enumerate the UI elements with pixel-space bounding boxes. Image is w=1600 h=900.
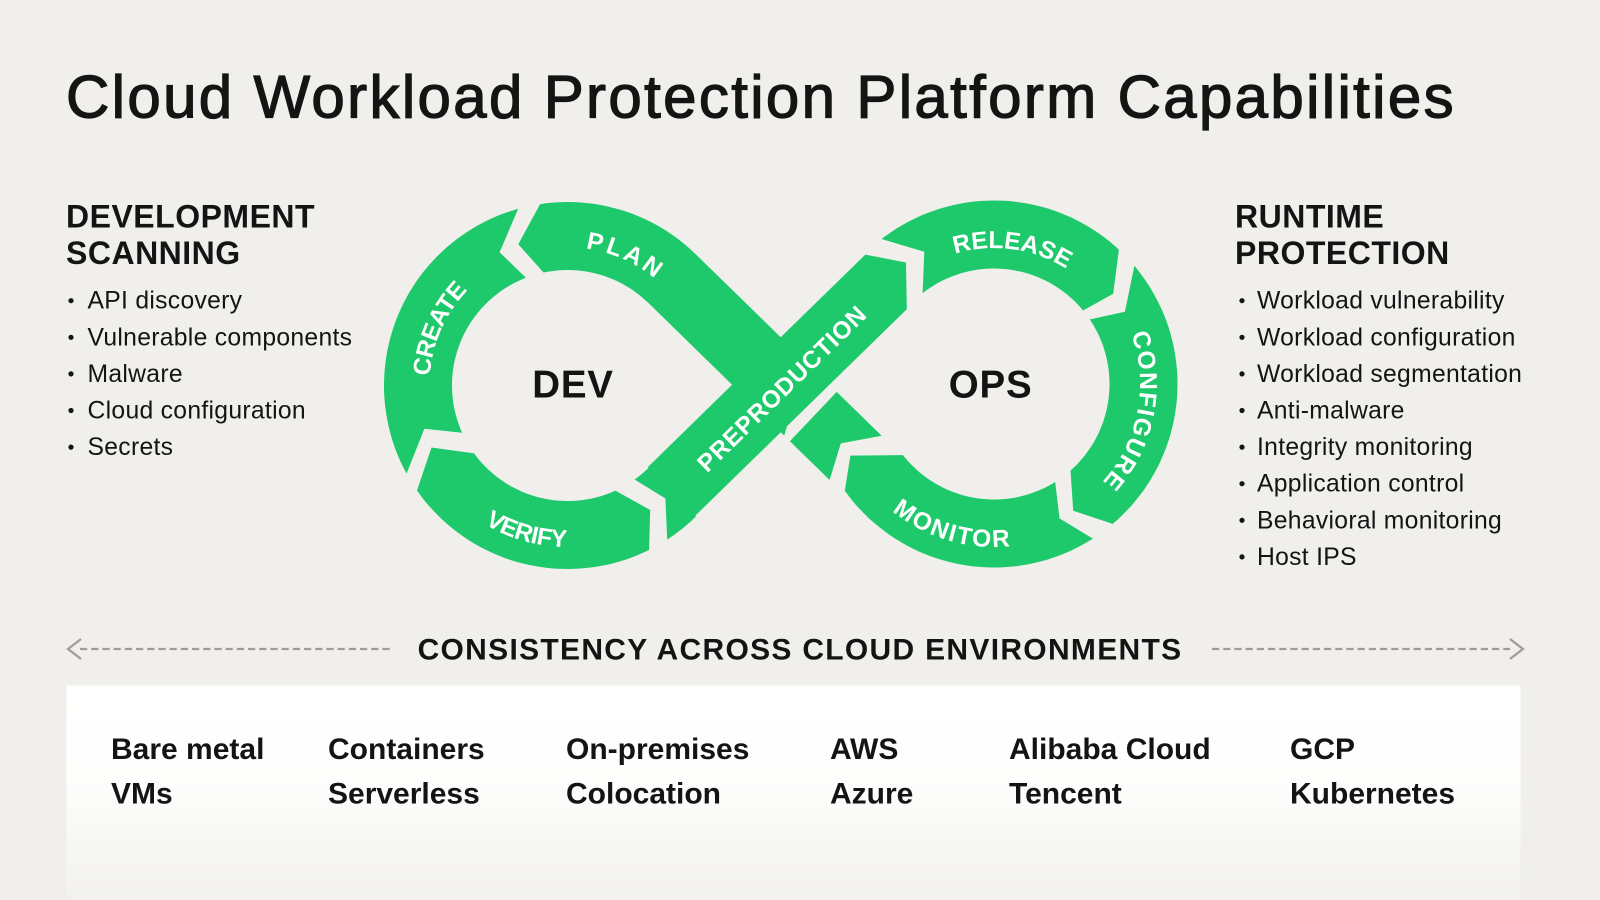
svg-text:Alibaba Cloud: Alibaba Cloud [1009,733,1211,766]
svg-text:VMs: VMs [111,778,173,811]
svg-text:Vulnerable components: Vulnerable components [88,324,353,351]
svg-text:SCANNING: SCANNING [66,235,241,271]
svg-text:Malware: Malware [88,361,183,388]
svg-text:Kubernetes: Kubernetes [1290,778,1455,811]
svg-text:PROTECTION: PROTECTION [1235,235,1450,271]
svg-text:Serverless: Serverless [328,778,480,811]
svg-text:DEV: DEV [532,364,614,407]
svg-text:Integrity monitoring: Integrity monitoring [1257,434,1473,461]
svg-text:Application control: Application control [1257,471,1464,498]
svg-text:Tencent: Tencent [1009,778,1122,811]
svg-text:CONSISTENCY ACROSS CLOUD ENVIR: CONSISTENCY ACROSS CLOUD ENVIRONMENTS [418,634,1183,667]
svg-text:On-premises: On-premises [566,733,749,766]
svg-text:Containers: Containers [328,733,485,766]
svg-text:GCP: GCP [1290,733,1355,766]
svg-text:Behavioral monitoring: Behavioral monitoring [1257,507,1502,534]
svg-text:AWS: AWS [830,733,898,766]
svg-text:Host IPS: Host IPS [1257,544,1357,571]
svg-text:Bare metal: Bare metal [111,733,264,766]
svg-text:Workload vulnerability: Workload vulnerability [1257,288,1505,315]
svg-text:RUNTIME: RUNTIME [1235,199,1384,235]
svg-text:API discovery: API discovery [88,288,243,315]
svg-text:Colocation: Colocation [566,778,721,811]
svg-text:Secrets: Secrets [88,434,174,461]
svg-text:Workload segmentation: Workload segmentation [1257,361,1522,388]
svg-text:Azure: Azure [830,778,913,811]
svg-text:DEVELOPMENT: DEVELOPMENT [66,199,315,235]
svg-text:Cloud Workload Protection Plat: Cloud Workload Protection Platform Capab… [66,64,1456,131]
svg-text:OPS: OPS [949,364,1033,407]
svg-text:Cloud configuration: Cloud configuration [88,398,306,425]
svg-text:Workload configuration: Workload configuration [1257,324,1516,351]
svg-text:Anti-malware: Anti-malware [1257,398,1405,425]
